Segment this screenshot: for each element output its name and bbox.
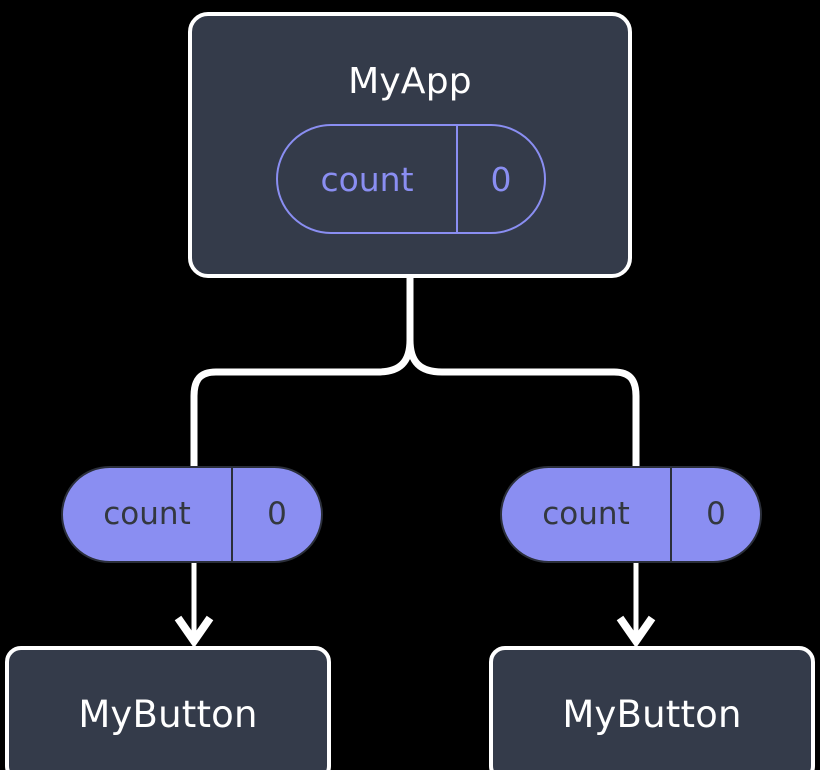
tree-branch-left-arm [190,339,414,466]
state-pill-key: count [278,126,458,232]
component-card-mybutton-left[interactable]: MyButton [5,646,331,770]
prop-arrow-right-head [616,615,656,649]
prop-pill-key: count [502,468,672,561]
prop-pill-value: 0 [706,496,726,532]
prop-pill-right-count[interactable]: count 0 [500,466,762,563]
prop-arrow-left-head [174,615,214,649]
prop-pill-key: count [63,468,233,561]
state-pill-value: 0 [490,159,512,199]
prop-pill-value: 0 [267,496,287,532]
component-card-mybutton-right[interactable]: MyButton [489,646,815,770]
component-title-mybutton: MyButton [78,692,258,736]
tree-branch-right-arm [406,339,640,466]
component-title-mybutton: MyButton [562,692,742,736]
state-pill-myapp-count[interactable]: count 0 [276,124,546,234]
prop-pill-left-count[interactable]: count 0 [61,466,323,563]
component-title-myapp: MyApp [348,61,472,102]
